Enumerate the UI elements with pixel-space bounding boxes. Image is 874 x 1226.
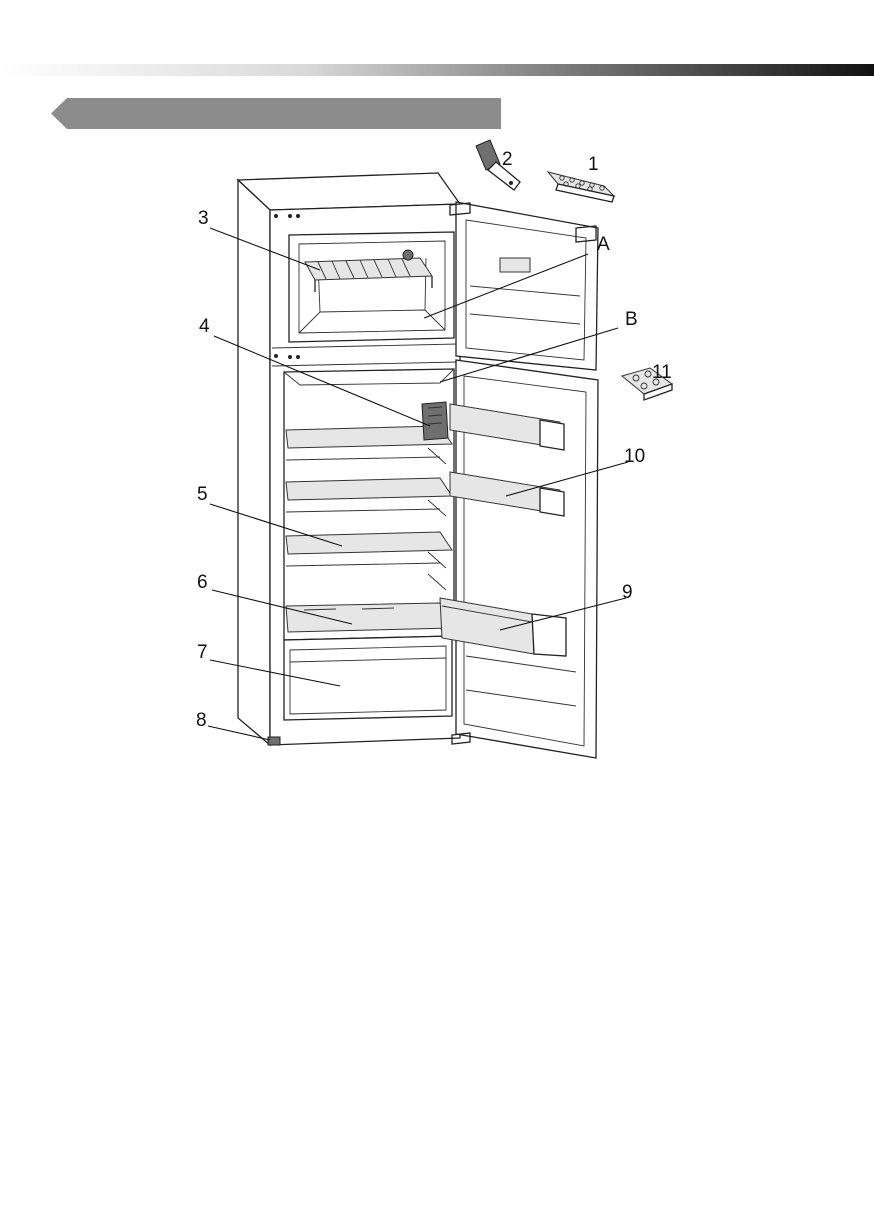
callout-10: 10 xyxy=(624,446,645,467)
callout-a: A xyxy=(597,234,610,255)
callout-1: 1 xyxy=(588,154,599,175)
callout-6: 6 xyxy=(197,572,208,593)
callout-9: 9 xyxy=(622,582,633,603)
callout-4: 4 xyxy=(199,316,210,337)
callout-b: B xyxy=(625,309,638,330)
crisper-drawer xyxy=(284,636,452,720)
ice-scraper-accessory xyxy=(476,140,520,190)
callout-3: 3 xyxy=(198,208,209,229)
ice-tray-accessory xyxy=(548,172,614,202)
callout-5: 5 xyxy=(197,484,208,505)
thermostat-housing xyxy=(422,402,448,440)
freezer-compartment xyxy=(289,232,454,342)
callout-8: 8 xyxy=(196,710,207,731)
callout-7: 7 xyxy=(197,642,208,663)
adjustable-foot xyxy=(268,737,280,745)
callout-11: 11 xyxy=(652,362,672,383)
callout-2: 2 xyxy=(502,149,513,170)
freezer-door xyxy=(450,202,598,370)
